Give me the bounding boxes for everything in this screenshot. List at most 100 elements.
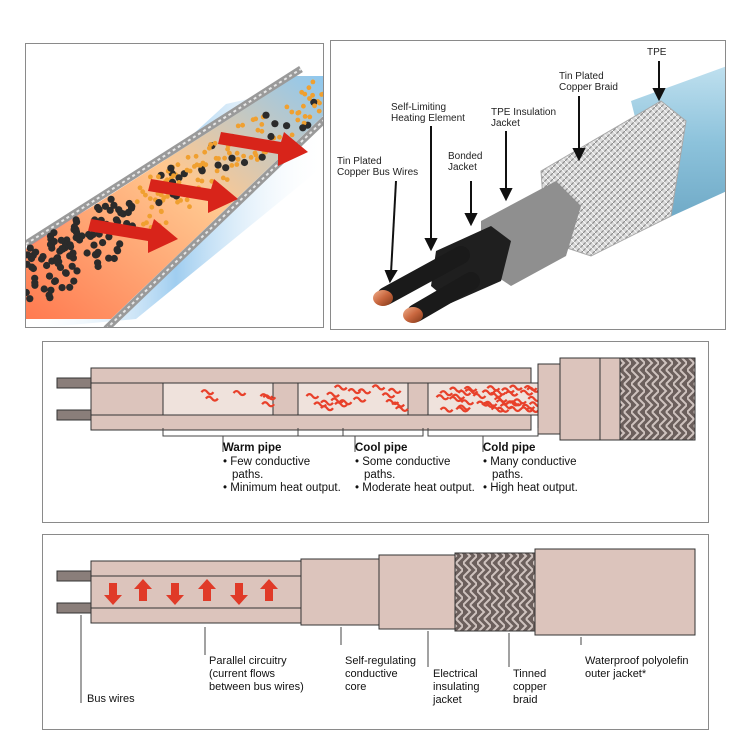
particle <box>228 154 236 162</box>
particle <box>175 162 181 168</box>
label-bus-wires: Bus wires <box>87 693 135 705</box>
conductive-path <box>320 405 334 412</box>
cool-pipe-title: Cool pipe <box>355 442 408 454</box>
label-tinned-copper-braid: Tinned copper braid <box>513 668 547 706</box>
cool-pipe-bullet-1: • Some conductive paths. <box>355 456 451 481</box>
conductive-path <box>330 397 345 404</box>
heat-flow-arrows <box>88 132 308 253</box>
particle <box>143 192 148 198</box>
particle <box>299 124 307 132</box>
conductive-path <box>495 406 510 413</box>
particle <box>67 243 75 251</box>
particle <box>72 216 80 224</box>
conductive-path <box>457 404 471 411</box>
conductive-path <box>205 395 219 402</box>
particle <box>310 79 316 85</box>
particle <box>140 189 146 195</box>
particle <box>252 150 258 156</box>
cold-pipe-description: Cold pipe • Many conductive paths. • Hig… <box>483 442 605 495</box>
particle <box>47 286 55 294</box>
label-waterproof-outer-jacket: Waterproof polyolefin outer jacket* <box>585 655 689 680</box>
particle <box>240 122 246 128</box>
particle <box>222 164 230 172</box>
particle <box>66 283 74 291</box>
conductive-path <box>338 399 353 406</box>
particle <box>289 109 295 115</box>
particle <box>26 260 31 268</box>
label-self-regulating-core: Self-regulating conductive core <box>345 655 416 693</box>
particle <box>110 254 118 263</box>
particle <box>110 201 118 209</box>
particle <box>56 263 65 271</box>
conductive-path <box>320 399 334 406</box>
particle <box>267 132 275 141</box>
conductive-path <box>513 398 527 405</box>
cold-pipe-bullet-1: • Many conductive paths. <box>483 456 577 481</box>
conductive-path <box>493 396 508 403</box>
bus-wire-lower <box>403 307 423 323</box>
warm-pipe-description: Warm pipe • Few conductive paths. • Mini… <box>223 442 343 495</box>
particle <box>72 228 80 236</box>
conductive-path <box>519 389 534 396</box>
arrow-down <box>166 583 184 605</box>
particle <box>147 196 153 202</box>
particle <box>312 103 317 109</box>
panel-cable-construction: Bus wires Parallel circuitry (current fl… <box>42 534 709 730</box>
particle <box>206 145 212 151</box>
panel-labeled-cable: TPE Tin Plated Copper Braid TPE Insulati… <box>330 40 726 330</box>
conductive-path <box>519 406 534 413</box>
particle <box>234 150 240 156</box>
particle <box>124 208 132 217</box>
conductive-path <box>460 399 475 406</box>
label-arrows <box>384 61 666 284</box>
conductive-path <box>387 387 402 394</box>
warm-pipe-title: Warm pipe <box>223 442 282 454</box>
particle <box>105 254 113 262</box>
particle <box>70 277 78 285</box>
conductive-particles <box>26 79 323 303</box>
outer-jacket-section <box>534 548 696 636</box>
particle <box>194 162 200 168</box>
conductive-path <box>448 395 463 403</box>
particle <box>271 120 279 128</box>
particle <box>58 245 66 253</box>
bus-wire-upper <box>373 290 393 306</box>
particle <box>212 140 218 146</box>
conductive-path <box>509 384 523 391</box>
conductive-path <box>501 387 515 394</box>
particle <box>107 195 115 203</box>
particle <box>193 153 199 159</box>
particle <box>57 236 65 244</box>
label-tin-plated-copper-bus-wires: Tin Plated Copper Bus Wires <box>337 156 419 178</box>
conductive-path <box>385 398 400 406</box>
conductive-path <box>333 384 348 391</box>
jacket-section <box>378 554 456 630</box>
particle <box>163 220 169 226</box>
particle <box>301 103 306 109</box>
particle <box>289 132 295 138</box>
particle <box>241 153 247 159</box>
particle <box>26 288 30 297</box>
particle <box>214 168 220 174</box>
conductive-path <box>523 385 538 392</box>
cold-pipe-bullet-2: • High heat output. <box>483 482 578 494</box>
particle <box>149 204 155 210</box>
particle <box>116 240 124 248</box>
particle <box>235 156 241 162</box>
warm-pipe-bullet-2: • Minimum heat output. <box>223 482 341 494</box>
particle <box>141 221 146 227</box>
conductive-path <box>261 401 275 408</box>
particle <box>68 262 76 270</box>
particle <box>320 91 323 97</box>
particle <box>155 199 163 207</box>
conductive-path <box>394 405 409 412</box>
conductive-path <box>357 388 372 395</box>
label-tpe-insulation-jacket: TPE Insulation Jacket <box>491 107 557 129</box>
conductive-path <box>232 389 247 397</box>
particle <box>284 104 290 110</box>
conductive-path <box>508 400 523 407</box>
particle <box>94 248 102 256</box>
outer-jacket <box>559 357 601 441</box>
particle <box>222 155 228 161</box>
particle <box>62 269 70 277</box>
